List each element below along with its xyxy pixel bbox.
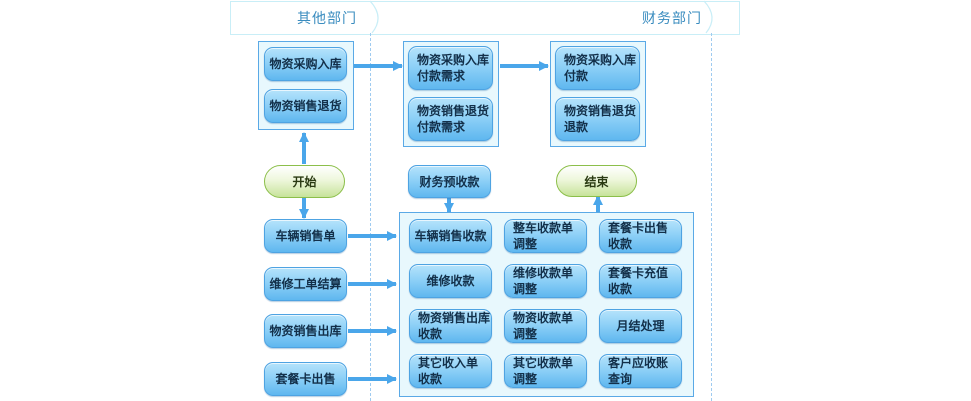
node-purchase-inbound[interactable]: 物资采购入库 <box>264 47 347 81</box>
lane-title-other-dept: 其他部门 <box>297 11 357 27</box>
node-purchase-payment-request[interactable]: 物资采购入库 付款需求 <box>408 46 493 90</box>
node-other-receipt-adjust[interactable]: 其它收款单 调整 <box>504 354 587 388</box>
end-terminal[interactable]: 结束 <box>556 165 637 197</box>
node-repair-receipt-adjust[interactable]: 维修收款单 调整 <box>504 264 587 298</box>
node-repair-order-settlement[interactable]: 维修工单结算 <box>264 267 347 301</box>
node-sales-return[interactable]: 物资销售退货 <box>264 89 347 123</box>
lane-divider <box>370 33 371 401</box>
node-return-refund[interactable]: 物资销售退货 退款 <box>555 97 640 141</box>
node-package-card-topup-receipt[interactable]: 套餐卡充值 收款 <box>599 264 682 298</box>
node-material-outbound-receipt[interactable]: 物资销售出库 收款 <box>409 309 492 343</box>
node-repair-receipt[interactable]: 维修收款 <box>409 264 492 298</box>
start-terminal[interactable]: 开始 <box>264 165 345 198</box>
lane-header-other-dept: 其他部门 <box>230 1 382 35</box>
lane-header-finance-dept: 财务部门 <box>380 1 740 35</box>
node-customer-receivable-query[interactable]: 客户应收账 查询 <box>599 354 682 388</box>
node-return-payment-request[interactable]: 物资销售退货 付款需求 <box>408 97 493 141</box>
node-material-receipt-adjust[interactable]: 物资收款单 调整 <box>504 309 587 343</box>
node-material-sales-outbound[interactable]: 物资销售出库 <box>264 314 347 348</box>
node-package-card-sale[interactable]: 套餐卡出售 <box>264 362 347 396</box>
node-other-income-receipt[interactable]: 其它收入单 收款 <box>409 354 492 388</box>
node-vehicle-sales-order[interactable]: 车辆销售单 <box>264 219 347 253</box>
lane-separator-chevrons <box>369 0 713 34</box>
node-vehicle-sales-receipt[interactable]: 车辆销售收款 <box>409 219 492 253</box>
node-purchase-payment[interactable]: 物资采购入库 付款 <box>555 46 640 90</box>
node-monthly-settlement[interactable]: 月结处理 <box>599 309 682 343</box>
node-package-card-sale-receipt[interactable]: 套餐卡出售 收款 <box>599 219 682 253</box>
node-finance-prepayment[interactable]: 财务预收款 <box>408 165 491 198</box>
lane-title-finance-dept: 财务部门 <box>642 11 702 27</box>
lane-divider <box>711 33 712 401</box>
node-vehicle-receipt-adjust[interactable]: 整车收款单 调整 <box>504 219 587 253</box>
